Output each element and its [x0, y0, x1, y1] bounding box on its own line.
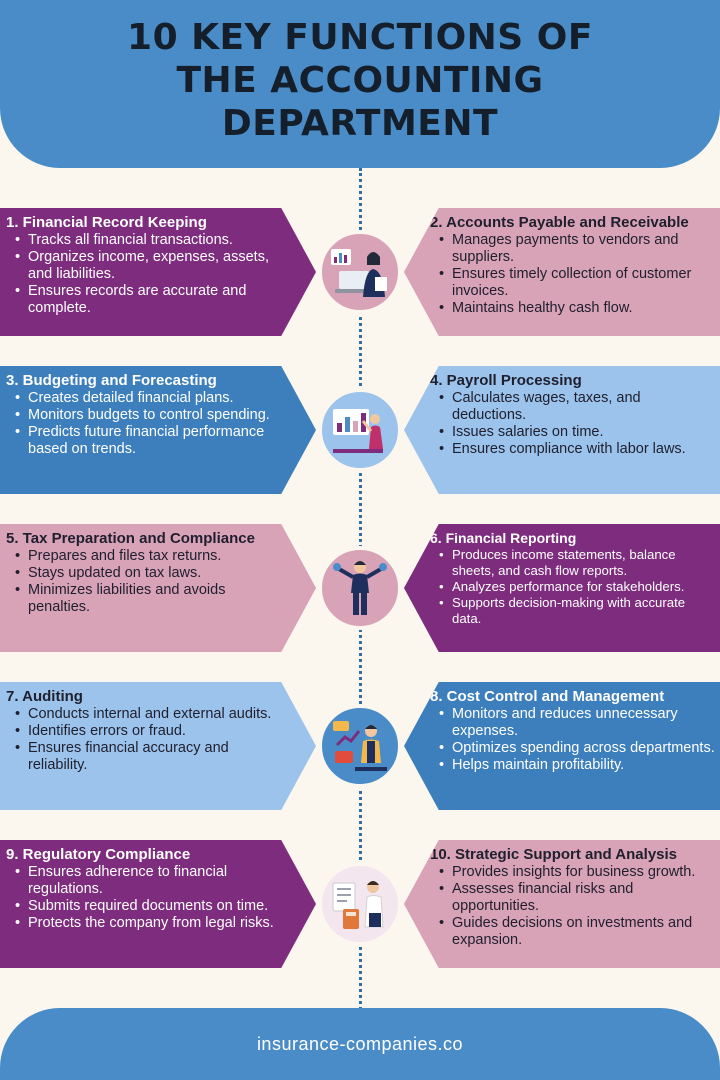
- function-bullet: Minimizes liabilities and avoids penalti…: [6, 582, 276, 616]
- function-bullet: Stays updated on tax laws.: [6, 565, 276, 582]
- function-bullet: Creates detailed financial plans.: [6, 390, 276, 407]
- function-card-8: 8. Cost Control and Management Monitors …: [404, 682, 720, 810]
- function-bullet: Maintains healthy cash flow.: [430, 300, 716, 317]
- function-bullet: Protects the company from legal risks.: [6, 915, 276, 932]
- function-bullet: Prepares and files tax returns.: [6, 548, 276, 565]
- function-title: 3. Budgeting and Forecasting: [6, 372, 217, 389]
- function-title: 8. Cost Control and Management: [430, 688, 665, 705]
- function-bullet: Optimizes spending across departments.: [430, 740, 716, 757]
- function-bullet: Ensures compliance with labor laws.: [430, 441, 716, 458]
- businessman-balance-icon: [318, 546, 402, 630]
- function-bullet: Provides insights for business growth.: [430, 864, 716, 881]
- function-card-4: 4. Payroll Processing Calculates wages, …: [404, 366, 720, 494]
- function-bullet: Ensures timely collection of customer in…: [430, 266, 716, 300]
- function-bullet: Predicts future financial performance ba…: [6, 424, 276, 458]
- footer-url[interactable]: insurance-companies.co: [256, 1033, 464, 1054]
- function-title: 6. Financial Reporting: [430, 530, 577, 546]
- function-bullet: Monitors and reduces unnecessary expense…: [430, 706, 716, 740]
- function-bullet: Supports decision-making with accurate d…: [430, 595, 716, 627]
- function-title: 1. Financial Record Keeping: [6, 214, 207, 231]
- function-bullet: Ensures financial accuracy and reliabili…: [6, 740, 276, 774]
- function-bullet: Calculates wages, taxes, and deductions.: [430, 390, 716, 424]
- function-title: 9. Regulatory Compliance: [6, 846, 191, 863]
- function-bullet: Helps maintain profitability.: [430, 757, 716, 774]
- function-title: 7. Auditing: [6, 688, 83, 705]
- function-bullet: Tracks all financial transactions.: [6, 232, 276, 249]
- function-bullet: Guides decisions on investments and expa…: [430, 915, 716, 949]
- function-bullet: Assesses financial risks and opportuniti…: [430, 881, 716, 915]
- laptop-analyst-icon: [318, 230, 402, 314]
- auditor-money-icon: [318, 704, 402, 788]
- presentation-chart-icon: [318, 388, 402, 472]
- header-banner: 10 KEY FUNCTIONS OF THE ACCOUNTING DEPAR…: [0, 0, 720, 168]
- function-bullet: Manages payments to vendors and supplier…: [430, 232, 716, 266]
- function-bullet: Submits required documents on time.: [6, 898, 276, 915]
- function-bullet: Monitors budgets to control spending.: [6, 407, 276, 424]
- calculator-documents-icon: [318, 862, 402, 946]
- function-card-10: 10. Strategic Support and Analysis Provi…: [404, 840, 720, 968]
- function-bullet: Conducts internal and external audits.: [6, 706, 276, 723]
- function-card-6: 6. Financial Reporting Produces income s…: [404, 524, 720, 652]
- function-card-1: 1. Financial Record Keeping Tracks all f…: [0, 208, 316, 336]
- function-title: 2. Accounts Payable and Receivable: [430, 214, 689, 231]
- function-bullet: Ensures adherence to financial regulatio…: [6, 864, 276, 898]
- function-bullet: Analyzes performance for stakeholders.: [430, 579, 716, 595]
- function-title: 10. Strategic Support and Analysis: [430, 846, 678, 863]
- function-title: 4. Payroll Processing: [430, 372, 582, 389]
- function-bullet: Produces income statements, balance shee…: [430, 547, 716, 579]
- function-bullet: Ensures records are accurate and complet…: [6, 283, 276, 317]
- function-card-5: 5. Tax Preparation and Compliance Prepar…: [0, 524, 316, 652]
- function-card-7: 7. Auditing Conducts internal and extern…: [0, 682, 316, 810]
- page-title: 10 KEY FUNCTIONS OF THE ACCOUNTING DEPAR…: [127, 16, 593, 144]
- function-bullet: Identifies errors or fraud.: [6, 723, 276, 740]
- function-card-2: 2. Accounts Payable and Receivable Manag…: [404, 208, 720, 336]
- function-card-3: 3. Budgeting and Forecasting Creates det…: [0, 366, 316, 494]
- footer-banner: insurance-companies.co: [0, 1008, 720, 1080]
- function-title: 5. Tax Preparation and Compliance: [6, 530, 255, 547]
- function-card-9: 9. Regulatory Compliance Ensures adheren…: [0, 840, 316, 968]
- function-bullet: Issues salaries on time.: [430, 424, 716, 441]
- function-bullet: Organizes income, expenses, assets, and …: [6, 249, 276, 283]
